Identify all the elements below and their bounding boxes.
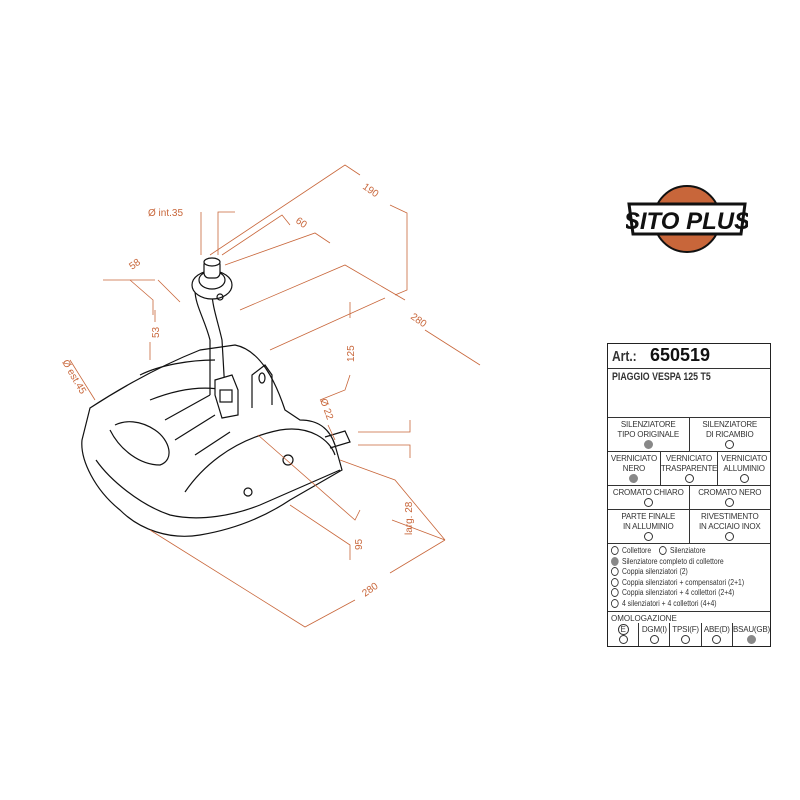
- radio[interactable]: [611, 546, 619, 556]
- radio[interactable]: [684, 474, 694, 484]
- radio-selected[interactable]: [629, 474, 639, 484]
- model-name: PIAGGIO VESPA 125 T5: [612, 371, 711, 383]
- radio[interactable]: [649, 635, 659, 645]
- label: NERO: [622, 464, 646, 473]
- chrome-row: CROMATO CHIARO CROMATO NERO: [608, 485, 770, 509]
- radio[interactable]: [739, 474, 749, 484]
- label: Coppia silenziatori + compensatori (2+1): [622, 577, 745, 587]
- dim-280-bottom: 280: [360, 581, 380, 600]
- homologation-tpsi: TPSI(F): [669, 623, 700, 646]
- radio-selected[interactable]: [643, 440, 653, 450]
- homologation-title: OMOLOGAZIONE: [611, 614, 677, 623]
- radio-selected[interactable]: [611, 556, 619, 566]
- label: TIPO ORIGINALE: [617, 430, 680, 439]
- dim-190: 190: [360, 181, 380, 200]
- muffler-drawing: [81, 257, 351, 537]
- label: 4 silenziatori + 4 collettori (4+4): [622, 598, 717, 608]
- radio[interactable]: [618, 635, 628, 645]
- radio[interactable]: [725, 532, 735, 542]
- dim-inner-diameter: Ø int.35: [148, 208, 183, 219]
- label: SILENZIATORE: [620, 420, 676, 429]
- dim-22: Ø 22: [317, 397, 335, 422]
- radio[interactable]: [643, 532, 653, 542]
- radio[interactable]: [712, 635, 722, 645]
- dimension-lines: [69, 164, 481, 628]
- label: VERNICIATO: [721, 454, 768, 463]
- radio[interactable]: [611, 588, 619, 598]
- dim-60: 60: [293, 215, 309, 231]
- label: Coppia silenziatori + 4 collettori (2+4): [622, 588, 735, 597]
- article-label: Art.:: [612, 348, 637, 365]
- label: VERNICIATO: [610, 454, 657, 463]
- label: Collettore: [622, 546, 652, 555]
- dim-58: 58: [127, 257, 143, 273]
- label: TPSI(F): [672, 625, 699, 634]
- label: IN ACCIAIO INOX: [699, 522, 761, 531]
- radio[interactable]: [611, 577, 619, 587]
- label: Silenziatore: [669, 546, 706, 555]
- article-number: 650519: [650, 345, 711, 365]
- label: PARTE FINALE: [621, 512, 676, 521]
- homologation-bsau: BSAU(GB): [731, 623, 771, 646]
- label: Silenziatore completo di collettore: [622, 556, 724, 566]
- dim-outer-diameter: Ø est.45: [59, 358, 88, 397]
- label: CROMATO CHIARO: [612, 488, 684, 497]
- radio-selected[interactable]: [746, 635, 756, 645]
- radio[interactable]: [725, 440, 735, 450]
- article-row: Art.: 650519: [608, 344, 770, 368]
- radio[interactable]: [643, 498, 653, 508]
- model-row: PIAGGIO VESPA 125 T5: [608, 368, 770, 417]
- homologation-abe: ABE(D): [700, 623, 732, 646]
- label: ALLUMINIO: [723, 464, 765, 473]
- label: Coppia silenziatori (2): [622, 567, 689, 576]
- homologation-e: E: [608, 623, 638, 646]
- homologation-section: OMOLOGAZIONE E DGM(I) TPSI(F) ABE(D) BSA…: [608, 611, 770, 646]
- dim-width-28: larg. 28: [404, 501, 415, 535]
- svg-text:SITO PLUS: SITO PLUS: [626, 208, 748, 235]
- label: E: [617, 624, 629, 635]
- homologation-row: E DGM(I) TPSI(F) ABE(D) BSAU(GB): [608, 623, 770, 646]
- radio[interactable]: [658, 546, 667, 556]
- dim-95: 95: [354, 538, 365, 550]
- kit-list: Collettore Silenziatore Silenziatore com…: [608, 543, 770, 611]
- dim-125: 125: [346, 345, 357, 362]
- spec-table: Art.: 650519 PIAGGIO VESPA 125 T5 SILENZ…: [607, 343, 771, 647]
- dim-280-top: 280: [408, 311, 428, 330]
- label: IN ALLUMINIO: [622, 522, 674, 531]
- label: DGM(I): [641, 625, 667, 634]
- label: CROMATO NERO: [698, 488, 762, 497]
- dim-53: 53: [151, 326, 162, 338]
- label: VERNICIATO: [665, 454, 713, 463]
- label: RIVESTIMENTO: [701, 512, 759, 521]
- sito-plus-logo: SITO PLUS: [626, 185, 748, 253]
- radio[interactable]: [681, 635, 691, 645]
- label: BSAU(GB): [732, 625, 771, 634]
- option-chrome-light: CROMATO CHIARO: [608, 486, 689, 509]
- label: SILENZIATORE: [702, 420, 758, 429]
- option-chrome-black: CROMATO NERO: [688, 486, 771, 509]
- radio[interactable]: [611, 567, 619, 577]
- homologation-dgm: DGM(I): [638, 623, 669, 646]
- label: TRASPARENTE: [660, 464, 718, 473]
- label: DI RICAMBIO: [705, 430, 754, 439]
- radio[interactable]: [611, 598, 619, 608]
- radio[interactable]: [725, 498, 735, 508]
- label: ABE(D): [703, 625, 730, 634]
